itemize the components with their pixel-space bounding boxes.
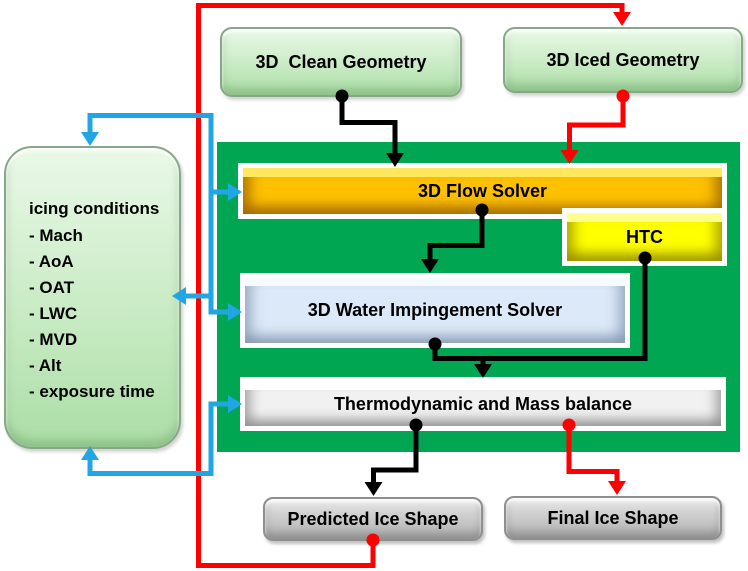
predicted-ice-label: Predicted Ice Shape (287, 508, 459, 529)
arrowhead-into-predicted-ice (364, 482, 383, 496)
node-icing-conditions: icing conditions - Mach - AoA - OAT - LW… (4, 146, 181, 449)
node-predicted-ice-shape: Predicted Ice Shape (263, 497, 483, 541)
node-iced-geometry: 3D Iced Geometry (503, 27, 743, 93)
icing-condition-item: - OAT (29, 278, 75, 297)
node-final-ice-shape: Final Ice Shape (504, 496, 722, 540)
flow-solver-label: 3D Flow Solver (417, 180, 548, 201)
arrowhead-into-final-ice (608, 481, 626, 495)
arrowhead-into-icing-top (81, 132, 99, 146)
final-ice-label: Final Ice Shape (547, 507, 679, 528)
icing-condition-item: - MVD (29, 330, 78, 349)
icing-condition-item: - Alt (29, 356, 62, 375)
node-htc: HTC (562, 208, 727, 266)
iced-geometry-label: 3D Iced Geometry (546, 49, 700, 70)
icing-conditions-title: icing conditions (29, 199, 160, 218)
thermo-label: Thermodynamic and Mass balance (333, 393, 633, 414)
node-water-impingement-solver: 3D Water Impingement Solver (240, 273, 630, 348)
clean-geometry-label: 3D Clean Geometry (255, 51, 427, 72)
water-impingement-label: 3D Water Impingement Solver (307, 300, 563, 320)
arrowhead-into-iced-geometry (613, 12, 631, 26)
node-clean-geometry: 3D Clean Geometry (220, 27, 462, 97)
icing-condition-item: - LWC (29, 304, 78, 323)
icing-condition-item: - exposure time (29, 382, 155, 401)
node-thermodynamic-mass-balance: Thermodynamic and Mass balance (240, 377, 726, 431)
icing-condition-item: - AoA (29, 252, 74, 271)
htc-label: HTC (626, 226, 663, 247)
icing-condition-item: - Mach (29, 226, 83, 245)
